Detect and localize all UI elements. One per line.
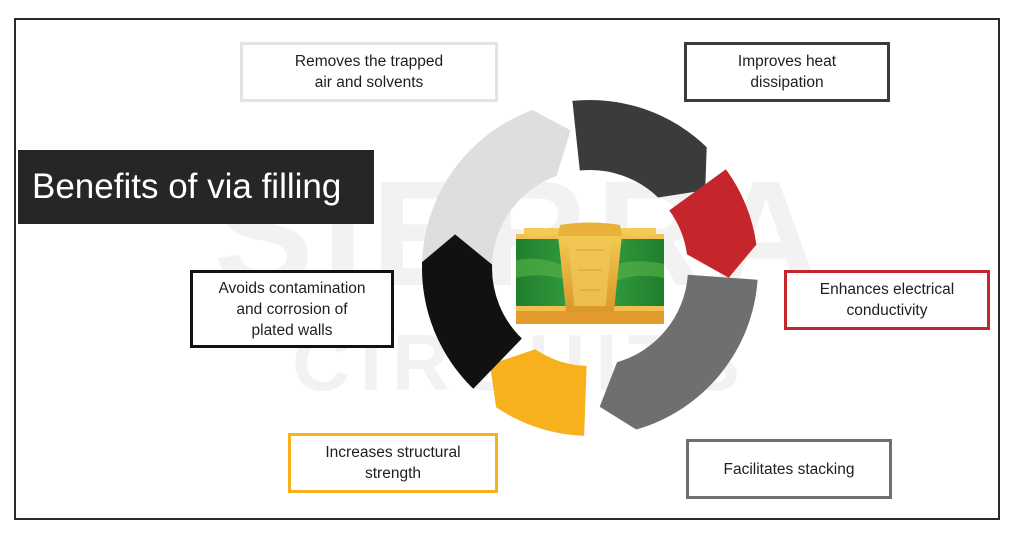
benefit-line: dissipation [750, 74, 824, 91]
benefit-label-stacking: Facilitates stacking [686, 439, 892, 499]
page-title: Benefits of via filling [18, 150, 374, 224]
benefit-line: Improves heat [737, 53, 837, 70]
diagram-frame: SIERRA CIRCUITS Benefits of via filling [14, 18, 1000, 520]
benefit-line: Facilitates stacking [723, 460, 855, 478]
arrow-structural-strength [490, 349, 587, 436]
benefit-line: Removes the trapped [294, 53, 444, 70]
via-cross-section-image [516, 222, 664, 324]
benefit-label-trapped-air: Removes the trapped air and solvents [240, 42, 498, 102]
benefit-line: and corrosion of [236, 300, 348, 318]
arrow-contamination [421, 234, 522, 389]
benefit-line: Avoids contamination [218, 279, 366, 297]
benefit-line: strength [364, 465, 421, 482]
arrow-stacking [599, 274, 758, 430]
benefit-label-structural-strength: Increases structural strength [288, 433, 498, 493]
benefit-line: Increases structural [325, 444, 461, 461]
benefit-line: Enhances electrical [819, 281, 955, 298]
benefit-label-heat-dissipation: Improves heat dissipation [684, 42, 890, 102]
arrow-heat-dissipation [572, 99, 707, 198]
benefit-label-electrical-conductivity: Enhances electrical conductivity [784, 270, 990, 330]
benefit-label-contamination: Avoids contamination and corrosion of plat… [190, 270, 394, 348]
benefit-ring [421, 99, 758, 436]
benefit-line: conductivity [846, 302, 928, 319]
benefit-line: plated walls [251, 321, 333, 339]
benefit-line: air and solvents [314, 74, 424, 91]
arrow-electrical-conductivity [669, 169, 757, 278]
arrow-trapped-air [421, 110, 571, 280]
